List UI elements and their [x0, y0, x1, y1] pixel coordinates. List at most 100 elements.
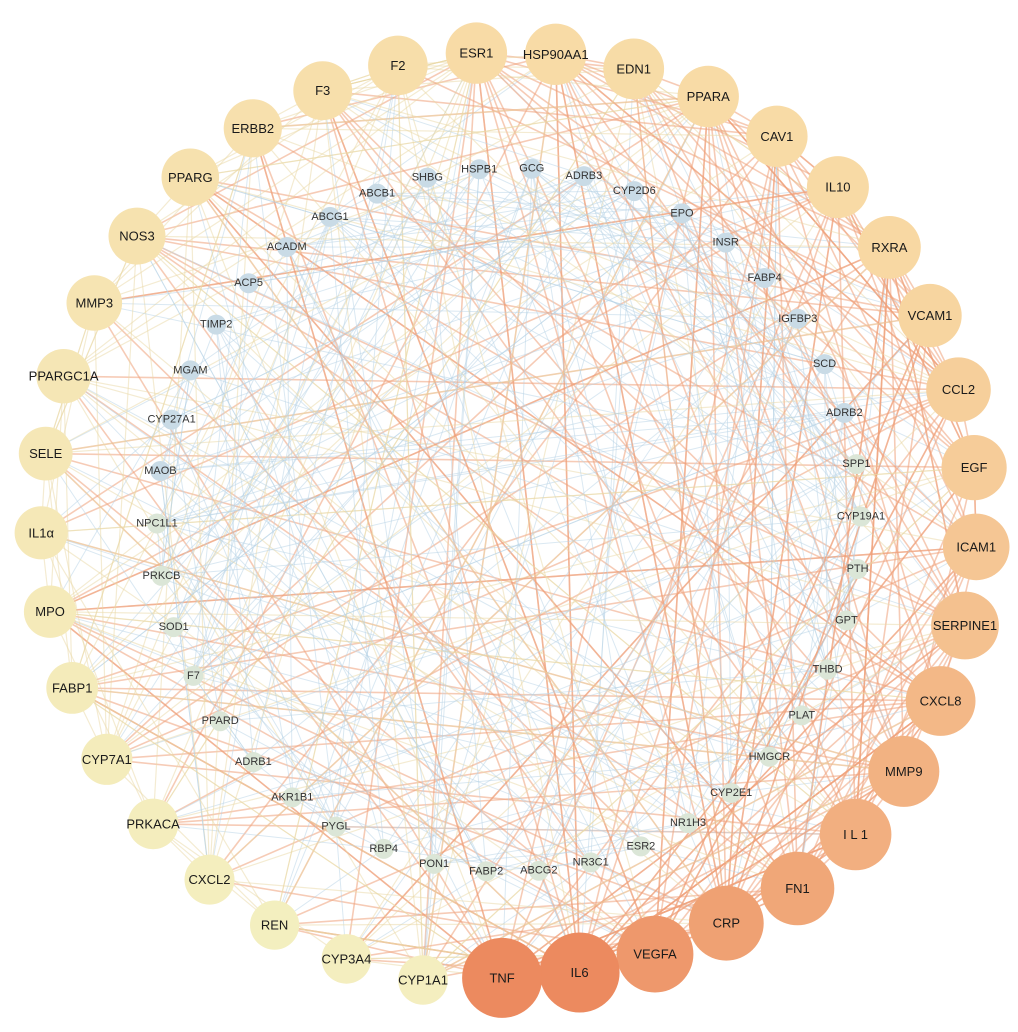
inner-node[interactable]: ADRB3 [566, 166, 603, 187]
inner-node[interactable]: GPT [835, 610, 858, 631]
outer-node[interactable]: F3 [293, 61, 353, 121]
outer-node[interactable]: IL10 [806, 156, 869, 219]
outer-node[interactable]: PPARGC1A [29, 349, 99, 404]
outer-node[interactable]: CYP3A4 [321, 934, 371, 984]
outer-node[interactable]: CYP1A1 [398, 955, 448, 1005]
inner-node[interactable]: SPP1 [842, 454, 871, 475]
edge-inner [801, 412, 845, 716]
inner-node[interactable]: PTH [847, 559, 869, 579]
inner-node[interactable]: ADRB2 [826, 402, 863, 423]
outer-node[interactable]: MMP3 [66, 275, 123, 331]
outer-node[interactable]: ICAM1 [942, 513, 1010, 581]
inner-node[interactable]: FABP2 [469, 861, 503, 882]
inner-node[interactable]: RBP4 [369, 838, 398, 859]
inner-node[interactable]: TIMP2 [200, 314, 232, 335]
inner-node[interactable]: MGAM [173, 360, 208, 381]
inner-node[interactable]: ACP5 [234, 273, 263, 294]
inner-node[interactable]: ACADM [267, 237, 307, 257]
inner-node[interactable]: PPARD [202, 711, 239, 732]
outer-node[interactable]: VEGFA [616, 915, 694, 993]
node-circle [368, 35, 428, 96]
edge-outer [190, 95, 709, 178]
outer-node[interactable]: REN [250, 900, 300, 950]
inner-node[interactable]: ABCG1 [311, 206, 349, 227]
edge-outer-inner [209, 216, 331, 880]
node-circle [373, 838, 394, 859]
node-circle [206, 314, 227, 335]
inner-node[interactable]: HSPB1 [461, 159, 497, 180]
inner-node[interactable]: CYP19A1 [837, 506, 885, 527]
edge-inner [161, 370, 191, 576]
node-circle [66, 275, 123, 331]
outer-node[interactable]: PRKACA [126, 798, 180, 850]
outer-node[interactable]: MPO [23, 585, 77, 638]
node-label: I L 1 [843, 827, 868, 842]
inner-node[interactable]: CYP27A1 [147, 409, 196, 430]
outer-node[interactable]: CCL2 [926, 357, 991, 423]
inner-node[interactable]: ESR2 [627, 836, 656, 857]
inner-node[interactable]: MAOB [144, 461, 177, 481]
outer-node[interactable]: IL6 [539, 932, 620, 1013]
inner-node[interactable]: SHBG [412, 167, 443, 188]
outer-node[interactable]: MMP9 [868, 735, 940, 807]
inner-node[interactable]: GCG [519, 158, 544, 179]
inner-node[interactable]: THBD [813, 659, 843, 680]
outer-node[interactable]: ESR1 [445, 22, 508, 84]
outer-node[interactable]: FABP1 [46, 662, 99, 714]
outer-node[interactable]: CXCL8 [905, 666, 976, 736]
inner-node[interactable]: FABP4 [747, 268, 782, 288]
outer-node[interactable]: RXRA [858, 216, 921, 279]
inner-node[interactable]: INSR [713, 232, 739, 253]
inner-node[interactable]: IGFBP3 [778, 308, 817, 329]
node-circle [715, 232, 736, 253]
outer-node[interactable]: EGF [941, 435, 1007, 501]
inner-node[interactable]: SOD1 [159, 617, 189, 638]
node-label: PTH [847, 563, 869, 575]
node-circle [180, 360, 201, 381]
outer-node[interactable]: ERBB2 [223, 99, 282, 158]
outer-node[interactable]: I L 1 [819, 798, 892, 871]
outer-node[interactable]: PPARA [677, 65, 739, 128]
inner-node[interactable]: F7 [183, 665, 204, 686]
outer-node[interactable]: IL1α [14, 506, 68, 560]
outer-node[interactable]: HSP90AA1 [523, 23, 589, 85]
inner-node[interactable]: NPC1L1 [136, 513, 178, 534]
inner-node[interactable]: HMGCR [749, 746, 791, 767]
edge-outer [190, 176, 959, 391]
outer-node[interactable]: CAV1 [746, 105, 808, 167]
inner-node[interactable]: NR3C1 [573, 852, 609, 873]
outer-node[interactable]: F2 [368, 35, 428, 96]
outer-node[interactable]: CYP7A1 [81, 733, 133, 785]
edge-outer-inner [49, 611, 642, 847]
outer-node[interactable]: PPARG [161, 148, 220, 207]
edge-inner [171, 190, 635, 421]
outer-node[interactable]: VCAM1 [898, 283, 962, 348]
inner-node[interactable]: PRKCB [143, 565, 181, 586]
outer-node[interactable]: TNF [462, 937, 543, 1018]
inner-node[interactable]: NR1H3 [670, 813, 706, 834]
outer-node[interactable]: SELE [18, 426, 73, 481]
outer-node[interactable]: CXCL2 [184, 854, 235, 905]
inner-node[interactable]: SCD [813, 354, 836, 375]
inner-node[interactable]: ADRB1 [235, 752, 272, 772]
node-label: ADRB1 [235, 756, 272, 768]
outer-node[interactable]: CRP [688, 885, 764, 961]
edge-outer [71, 687, 580, 974]
outer-node[interactable]: NOS3 [108, 207, 166, 265]
inner-node[interactable]: PON1 [419, 853, 449, 874]
outer-node[interactable]: SERPINE1 [931, 591, 999, 660]
edge-outer-inner [252, 128, 337, 827]
inner-node[interactable]: ABCG2 [520, 860, 557, 881]
inner-node[interactable]: PLAT [788, 705, 815, 726]
outer-node[interactable]: FN1 [760, 851, 835, 926]
outer-node[interactable]: EDN1 [603, 38, 665, 100]
edge-outer [397, 65, 424, 981]
inner-node[interactable]: CYP2E1 [710, 783, 752, 803]
inner-node[interactable]: ABCB1 [359, 183, 395, 204]
node-label: PPARA [687, 89, 730, 104]
inner-node[interactable]: CYP2D6 [613, 181, 656, 202]
inner-node[interactable]: PYGL [321, 816, 351, 837]
inner-node[interactable]: EPO [670, 203, 694, 224]
inner-node[interactable]: AKR1B1 [271, 787, 313, 808]
node-label: TIMP2 [200, 319, 232, 331]
